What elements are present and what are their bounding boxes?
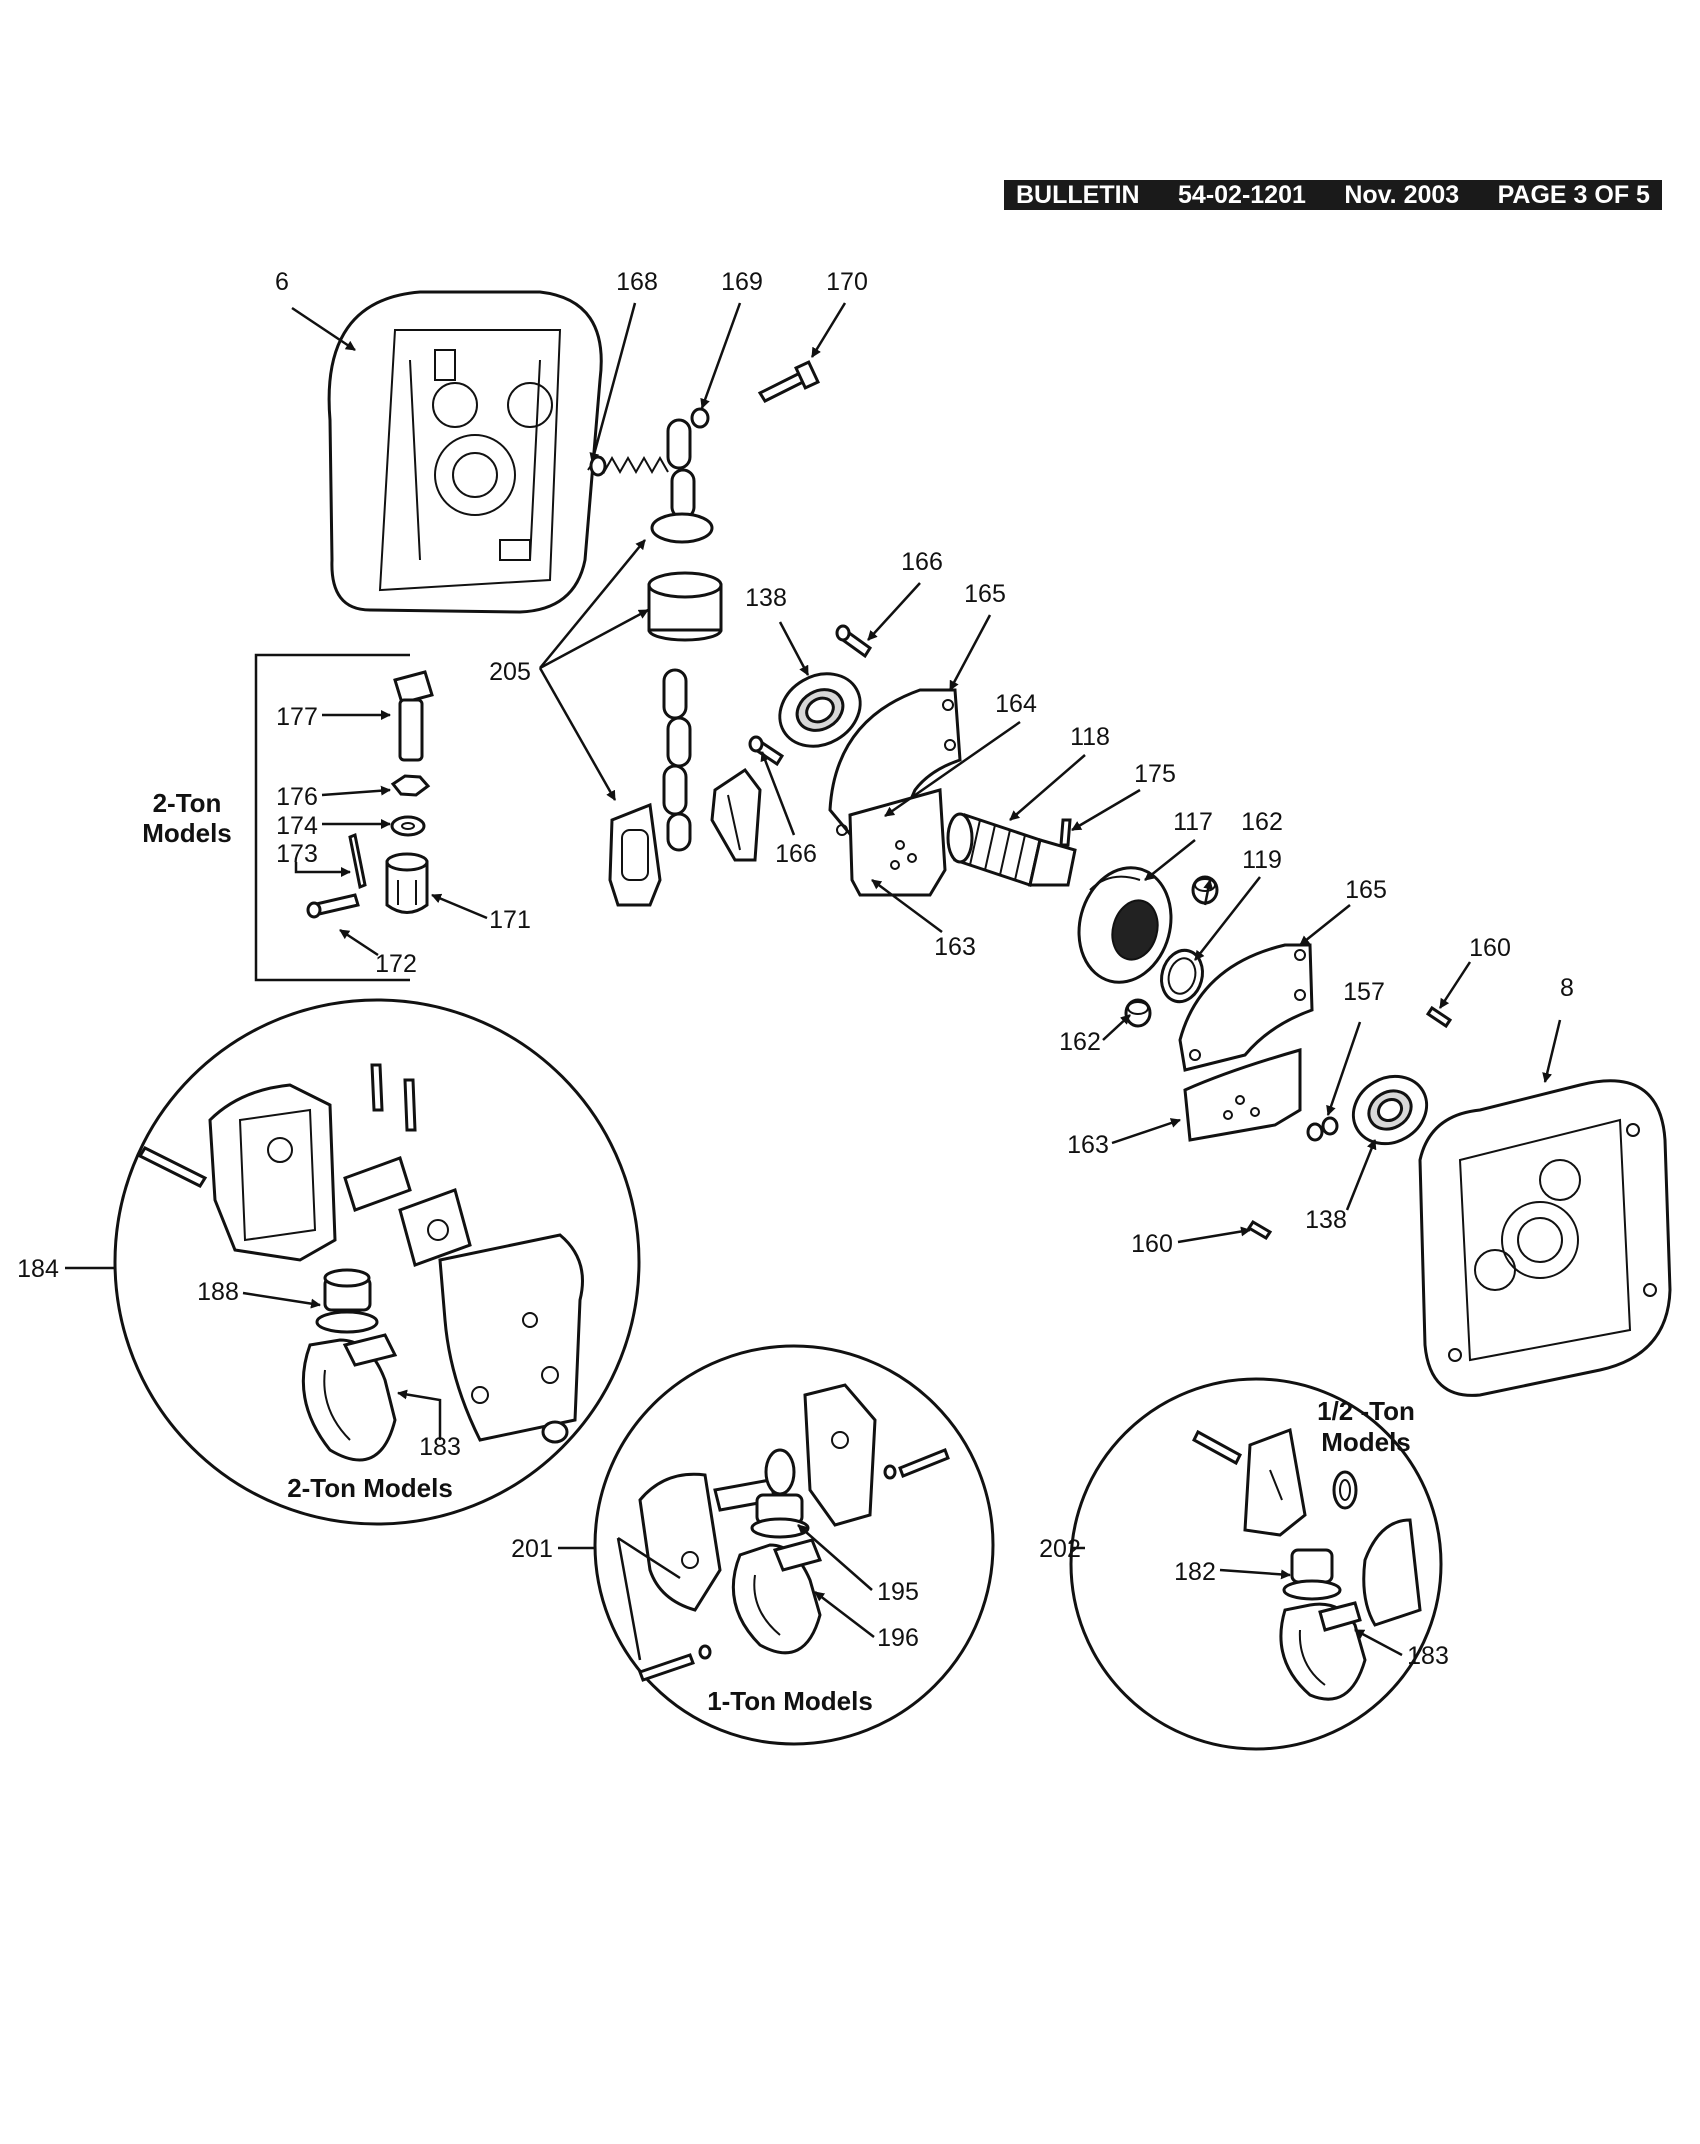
housing-part-6 xyxy=(327,290,603,614)
label-two-ton-line2: Models xyxy=(142,818,232,848)
pin-part-166-upper xyxy=(835,624,873,659)
page-number: PAGE 3 OF 5 xyxy=(1497,180,1650,209)
pin-part-160-lower xyxy=(1246,1219,1273,1241)
callout-170: 170 xyxy=(826,268,868,296)
bulletin-header-bar: BULLETIN 54-02-1201 Nov. 2003 PAGE 3 OF … xyxy=(1004,180,1662,210)
callout-157: 157 xyxy=(1343,978,1385,1006)
callout-119: 119 xyxy=(1242,846,1282,874)
callout-138-lower: 138 xyxy=(1305,1206,1347,1234)
callout-168: 168 xyxy=(616,268,658,296)
callout-201: 201 xyxy=(511,1535,553,1563)
callout-202: 202 xyxy=(1039,1535,1081,1563)
callout-173: 173 xyxy=(276,840,318,868)
group-labels: 2-Ton Models 2-Ton Models 1-Ton Models 1… xyxy=(142,788,1415,1716)
callout-6: 6 xyxy=(275,268,289,296)
housing-part-8 xyxy=(1418,1079,1672,1397)
load-chain xyxy=(650,407,714,852)
side-plate-part-165-lower xyxy=(1178,943,1314,1072)
callout-205: 205 xyxy=(489,658,531,686)
spring-part-168 xyxy=(587,455,669,477)
bracket-part-163-upper xyxy=(848,788,947,897)
callout-174: 174 xyxy=(276,812,318,840)
detail-circle-184 xyxy=(113,998,641,1526)
callout-138-upper: 138 xyxy=(745,584,787,612)
callout-184: 184 xyxy=(17,1255,59,1283)
bearing-part-138-lower xyxy=(1351,1074,1429,1146)
callout-160-lower: 160 xyxy=(1131,1230,1173,1258)
callout-176: 176 xyxy=(276,783,318,811)
chain-stripper-part-205 xyxy=(647,571,723,642)
callout-188: 188 xyxy=(197,1278,239,1306)
callout-172: 172 xyxy=(375,950,417,978)
callout-8: 8 xyxy=(1560,974,1574,1002)
callout-163-lower: 163 xyxy=(1067,1131,1109,1159)
label-one-ton-detail: 1-Ton Models xyxy=(707,1686,873,1716)
pin-part-160-upper xyxy=(1425,1005,1453,1029)
callout-165-upper: 165 xyxy=(964,580,1006,608)
callout-117: 117 xyxy=(1173,808,1213,836)
bearing-part-138-upper xyxy=(778,672,862,748)
callout-162-upper: 162 xyxy=(1241,808,1283,836)
two-ton-bracket-group xyxy=(254,653,434,982)
detail-circle-201 xyxy=(593,1344,995,1746)
washer-part-157 xyxy=(1306,1116,1339,1142)
callout-163-upper: 163 xyxy=(934,933,976,961)
callout-162-lower: 162 xyxy=(1059,1028,1101,1056)
callout-160-upper: 160 xyxy=(1469,934,1511,962)
chain-end-block xyxy=(608,802,662,907)
label-two-ton-detail: 2-Ton Models xyxy=(287,1473,453,1503)
chain-guide xyxy=(710,767,762,862)
callout-175: 175 xyxy=(1134,760,1176,788)
sprocket-part-117 xyxy=(1077,866,1173,984)
callout-171: 171 xyxy=(489,906,531,934)
callout-166-upper: 166 xyxy=(901,548,943,576)
washer-part-119 xyxy=(1160,948,1204,1004)
callout-196: 196 xyxy=(877,1624,919,1652)
bracket-part-163-lower xyxy=(1183,1048,1302,1142)
label-half-ton-line2: Models xyxy=(1321,1427,1411,1457)
key-part-175 xyxy=(1059,818,1072,847)
callout-labels: 6 168 169 170 166 138 165 164 118 175 11… xyxy=(17,268,1574,1670)
bulletin-label: BULLETIN xyxy=(1016,180,1140,209)
callout-166-lower: 166 xyxy=(775,840,817,868)
label-two-ton-line1: 2-Ton xyxy=(153,788,222,818)
callout-177: 177 xyxy=(276,703,318,731)
leader-lines xyxy=(65,302,1562,1661)
callout-165-lower: 165 xyxy=(1345,876,1387,904)
callout-183-2ton: 183 xyxy=(419,1433,461,1461)
callout-183-half-ton: 183 xyxy=(1407,1642,1449,1670)
gear-shaft-part-118 xyxy=(946,812,1077,887)
label-half-ton-line1: 1/2 -Ton xyxy=(1317,1396,1415,1426)
screw-part-170 xyxy=(757,360,820,403)
callout-195: 195 xyxy=(877,1578,919,1606)
callout-182: 182 xyxy=(1174,1558,1216,1586)
callout-118: 118 xyxy=(1070,723,1110,751)
callout-169: 169 xyxy=(721,268,763,296)
callout-164: 164 xyxy=(995,690,1037,718)
detail-circle-202 xyxy=(1069,1377,1443,1751)
bulletin-date: Nov. 2003 xyxy=(1344,180,1460,209)
bulletin-number: 54-02-1201 xyxy=(1178,180,1306,209)
bushing-part-162-lower xyxy=(1124,998,1152,1028)
